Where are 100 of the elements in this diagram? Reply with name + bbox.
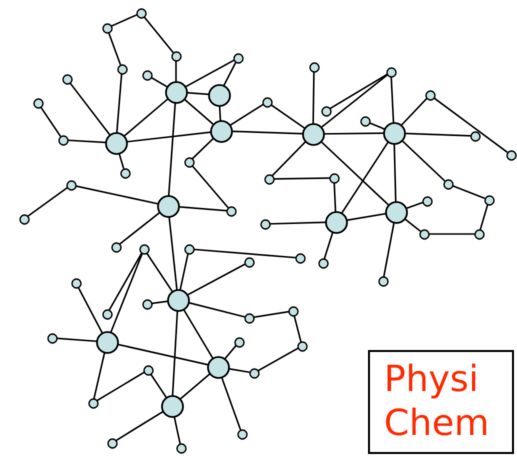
connector-line [168,102,176,196]
connector-line [404,132,471,137]
network-node-circle [156,194,180,218]
network-node-circle [484,194,494,206]
connector-line [150,373,167,398]
connector-line [324,232,334,259]
network-node-circle [442,178,454,190]
network-node-circle [104,132,128,154]
connector-line [115,410,164,442]
connector-line [119,212,160,245]
connector-line [151,300,168,304]
connector-line [406,202,424,210]
network-node-circle [378,276,388,286]
connector-line [346,212,386,222]
network-node-circle [262,96,272,108]
connector-line [150,76,168,88]
connector-line [253,310,289,318]
connector-line [312,71,315,124]
network-node-circle [164,80,188,104]
network-node-circle [232,52,244,64]
connector-line [390,76,394,123]
connector-line [110,252,144,333]
connector-line [180,373,210,400]
connector-line [186,92,209,96]
connector-line [400,98,428,126]
network-node-circle [288,306,298,316]
network-node-circle [206,356,230,378]
network-node-circle [18,214,30,224]
network-node-circle [236,428,248,440]
connector-line [258,348,298,372]
connector-line [341,141,389,214]
network-node-circle [320,106,332,116]
network-node-circle [142,364,154,376]
network-node-circle [106,438,118,448]
connector-line [269,222,326,225]
connector-line [40,106,62,137]
connector-line [184,59,234,88]
network-node-circle [88,398,98,408]
network-node-circle [506,150,516,160]
connector-line [96,372,145,402]
network-node-circle [324,210,348,234]
connector-line [218,105,222,121]
network-node-circle [422,196,432,206]
network-node-circle [308,62,320,72]
network-node-circle [260,218,270,230]
connector-line [220,376,242,430]
network-node-circle [142,298,152,310]
network-node-circle [328,172,340,184]
connector-line [333,182,336,212]
connector-line [146,252,173,292]
connector-line [123,98,169,137]
connector-line [228,368,250,374]
network-node-circle [136,8,146,18]
network-node-circle [294,252,306,264]
connector-line [433,97,508,153]
network-node-circle [244,312,254,324]
connector-line [172,310,178,396]
connector-line [143,16,174,54]
network-node-circle [226,206,236,216]
connector-line [368,122,385,130]
connector-line [183,98,214,125]
connector-line [69,82,110,136]
connector-line [293,315,302,342]
connector-line [231,130,303,134]
network-node-circle [166,288,190,312]
network-node-circle [138,244,150,254]
connector-line [192,138,214,160]
network-node-circle [46,332,58,344]
connector-line [452,184,486,200]
connector-line [179,253,189,290]
network-node-circle [120,168,130,178]
network-node-circle [102,308,112,320]
connector-line [270,104,305,129]
network-node-circle [176,442,186,454]
connector-line [186,263,246,296]
connector-line [224,344,237,360]
connector-line [93,352,106,399]
network-node-circle [234,336,244,348]
connector-line [323,132,384,135]
network-node-circle [264,174,274,184]
network-node-circle [210,120,232,142]
network-node-circle [58,134,68,146]
network-node-circle [184,156,194,168]
connector-line [116,73,122,133]
network-node-circle [116,64,128,74]
network-node-circle [302,122,324,146]
network-node-circle [424,90,436,100]
connector-line [273,177,330,180]
connector-line [401,140,446,182]
connector-line [178,206,227,212]
connector-line [56,338,97,342]
network-node-circle [474,228,484,240]
network-node-circle [248,368,260,378]
connector-line [229,104,264,126]
connector-line [168,216,178,290]
network-node-circle [66,180,76,190]
network-node-circle [102,22,112,34]
connector-line [193,248,296,258]
network-node-circle [32,98,44,108]
network-node-circle [360,116,370,126]
